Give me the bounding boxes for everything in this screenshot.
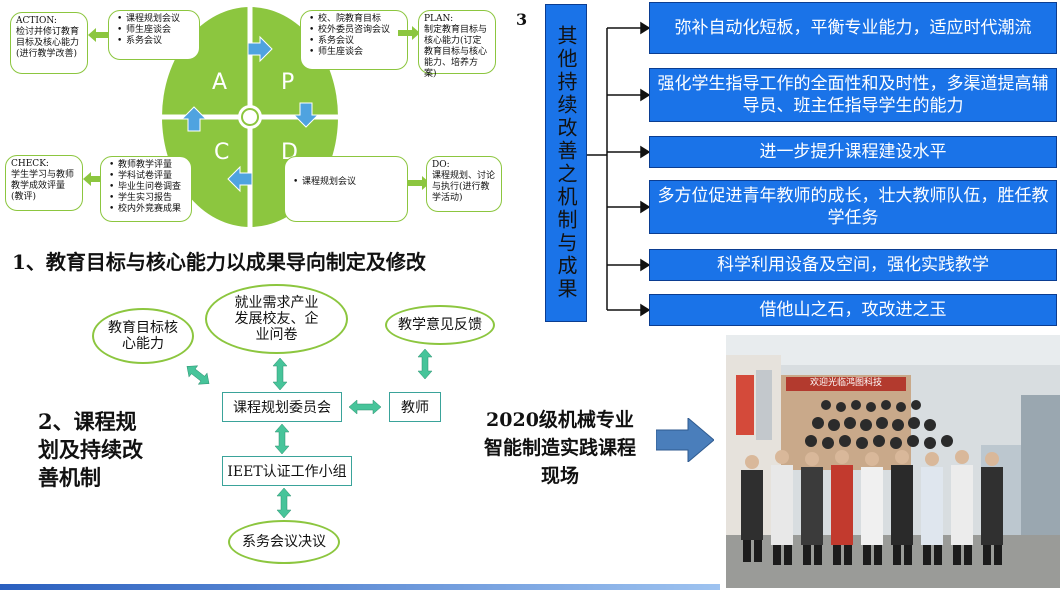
plan-list-item: 系务会议: [309, 36, 402, 47]
section-3-item: 弥补自动化短板，平衡专业能力，适应时代潮流: [649, 2, 1057, 54]
heading-2: 2、课程规划及持续改善机制: [38, 409, 143, 490]
needs-bubble: 就业需求产业发展校友、企业问卷: [205, 284, 348, 354]
action-box: ACTION: 检讨并修订教育目标及核心能力(进行教学改善): [10, 12, 88, 74]
plan-text: 制定教育目标与核心能力(订定教育目标与核心能力、培养方案): [424, 25, 488, 79]
check-list-item: 毕业生问卷调查: [109, 182, 186, 193]
feedback-bubble: 教学意见反馈: [385, 305, 495, 345]
plan-list-item: 师生座谈会: [309, 47, 402, 58]
photo-caption: 2020级机械专业智能制造实践课程现场: [484, 409, 637, 487]
teacher-box: 教师: [389, 392, 441, 422]
action-list-item: 课程规划会议: [117, 14, 194, 25]
check-list-item: 学科试卷评量: [109, 171, 186, 182]
section-3-item: 科学利用设备及空间，强化实践教学: [649, 249, 1057, 281]
do-list-item: 课程规划会议: [293, 177, 402, 188]
section-3-item: 进一步提升课程建设水平: [649, 136, 1057, 168]
plan-title: PLAN:: [424, 14, 454, 24]
action-arrow: [88, 28, 110, 42]
section-3-item: 强化学生指导工作的全面性和及时性，多渠道提高辅导员、班主任指导学生的能力: [649, 68, 1057, 122]
resolution-bubble: 系务会议决议: [228, 520, 340, 564]
section-3-number: 3: [516, 10, 528, 29]
do-text: 课程规划、讨论与执行(进行教学活动): [432, 171, 496, 203]
do-arrow: [408, 176, 430, 190]
plan-list-item: 校、院教育目标: [309, 14, 402, 25]
committee-box: 课程规划委员会: [222, 392, 342, 422]
action-list-item: 师生座谈会: [117, 25, 194, 36]
photo-banner-text: 欢迎光临鸿图科技: [809, 378, 882, 388]
do-title: DO:: [432, 160, 450, 170]
plan-list-box: 校、院教育目标 校外委员咨询会议 系务会议 师生座谈会: [300, 10, 408, 70]
wheel-letter-p: P: [281, 70, 295, 95]
bottom-bar: [0, 584, 720, 590]
action-list-box: 课程规划会议 师生座谈会 系务会议: [108, 10, 200, 60]
check-arrow: [83, 172, 105, 186]
section-3-connectors: [587, 21, 650, 317]
plan-box: PLAN: 制定教育目标与核心能力(订定教育目标与核心能力、培养方案): [418, 10, 496, 79]
section-3-title: 其他持续改善之机制与成果: [554, 25, 578, 301]
check-list-item: 学生实习报告: [109, 193, 186, 204]
do-box: DO: 课程规划、讨论与执行(进行教学活动): [426, 156, 502, 212]
ieet-box: IEET认证工作小组: [222, 456, 352, 486]
heading-1: 1、教育目标与核心能力以成果导向制定及修改: [12, 250, 426, 274]
plan-arrow: [398, 26, 420, 40]
wheel-letter-c: C: [214, 140, 230, 165]
goals-bubble: 教育目标核心能力: [92, 308, 194, 364]
check-list-item: 校内外竞赛成果: [109, 204, 186, 215]
right-arrow: [656, 418, 714, 462]
class-photo-image: [726, 335, 1060, 588]
wheel-letter-a: A: [212, 70, 228, 95]
check-list-item: 教师教学评量: [109, 160, 186, 171]
action-list-item: 系务会议: [117, 36, 194, 47]
check-text: 学生学习与教师教学成效评量(教评): [11, 170, 75, 202]
plan-list-item: 校外委员咨询会议: [309, 25, 402, 36]
section-3-item: 借他山之石，攻改进之玉: [649, 294, 1057, 326]
action-text: 检讨并修订教育目标及核心能力(进行教学改善): [16, 27, 80, 59]
action-title: ACTION:: [16, 16, 57, 26]
class-photo: 欢迎光临鸿图科技: [726, 335, 1060, 588]
section-3-title-box: 其他持续改善之机制与成果: [545, 4, 587, 322]
check-list-box: 教师教学评量 学科试卷评量 毕业生问卷调查 学生实习报告 校内外竞赛成果: [100, 156, 192, 222]
flow-arrows: [186, 348, 433, 519]
check-title: CHECK:: [11, 159, 49, 169]
check-box: CHECK: 学生学习与教师教学成效评量(教评): [5, 155, 83, 211]
do-list-box: 课程规划会议: [284, 156, 408, 222]
section-3-item: 多方位促进青年教师的成长，壮大教师队伍，胜任教学任务: [649, 180, 1057, 234]
